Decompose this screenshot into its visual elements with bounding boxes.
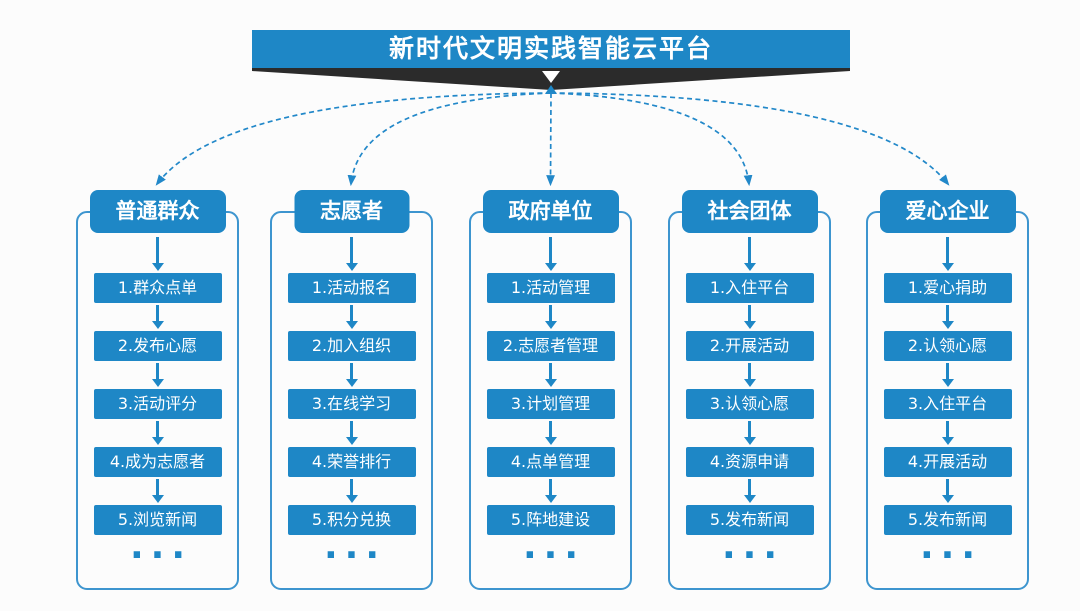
down-arrow: [946, 305, 949, 321]
dashed-connector-charity-enterprises: [550, 92, 950, 186]
platform-title-banner: 新时代文明实践智能云平台: [252, 30, 850, 68]
down-arrow: [350, 237, 353, 263]
down-arrow: [350, 305, 353, 321]
down-arrow: [946, 237, 949, 263]
flow-step: 3.活动评分: [93, 389, 222, 419]
down-arrow: [156, 479, 159, 495]
down-arrow: [946, 479, 949, 495]
down-arrow: [549, 237, 552, 263]
funnel-arrow-icon: [542, 71, 560, 83]
ellipsis-dots: ...: [919, 526, 983, 567]
ellipsis-dots: ...: [129, 526, 193, 567]
flow-step: 3.认领心愿: [685, 389, 814, 419]
flow-step: 2.认领心愿: [883, 331, 1012, 361]
ellipsis-dots: ...: [323, 526, 387, 567]
down-arrow: [748, 237, 751, 263]
flow-step: 4.点单管理: [486, 447, 615, 477]
column-header-volunteers: 志愿者: [294, 190, 409, 233]
flow-step: 4.成为志愿者: [93, 447, 222, 477]
down-arrow: [748, 421, 751, 437]
fanout-origin-marker: [545, 85, 557, 94]
down-arrow: [549, 479, 552, 495]
down-arrow: [549, 421, 552, 437]
flow-step: 3.入住平台: [883, 389, 1012, 419]
column-social-groups: 社会团体 1.入住平台 2.开展活动 3.认领心愿 4.资源申请 5.发布新闻 …: [668, 190, 831, 590]
flow-step: 4.荣誉排行: [287, 447, 416, 477]
down-arrow: [946, 363, 949, 379]
dashed-connector-volunteers: [347, 92, 552, 187]
down-arrow: [549, 363, 552, 379]
down-arrow: [156, 363, 159, 379]
flow-step: 1.活动管理: [486, 273, 615, 303]
down-arrow: [350, 421, 353, 437]
down-arrow: [156, 421, 159, 437]
column-header-general-public: 普通群众: [89, 190, 226, 233]
flow-step: 3.在线学习: [287, 389, 416, 419]
funnel-shape: [252, 68, 850, 90]
column-volunteers: 志愿者 1.活动报名 2.加入组织 3.在线学习 4.荣誉排行 5.积分兑换 .…: [270, 190, 433, 590]
flow-step: 5.浏览新闻: [93, 505, 222, 535]
down-arrow: [350, 479, 353, 495]
down-arrow: [156, 237, 159, 263]
flow-step: 2.开展活动: [685, 331, 814, 361]
flow-step: 1.活动报名: [287, 273, 416, 303]
down-arrow: [748, 305, 751, 321]
flow-step: 5.发布新闻: [685, 505, 814, 535]
flow-step: 5.积分兑换: [287, 505, 416, 535]
flow-step: 2.加入组织: [287, 331, 416, 361]
down-arrow: [748, 479, 751, 495]
column-header-social-groups: 社会团体: [681, 190, 818, 233]
down-arrow: [946, 421, 949, 437]
ellipsis-dots: ...: [522, 526, 586, 567]
dashed-connector-government: [546, 92, 555, 187]
column-charity-enterprises: 爱心企业 1.爱心捐助 2.认领心愿 3.入住平台 4.开展活动 5.发布新闻 …: [866, 190, 1029, 590]
ellipsis-dots: ...: [721, 526, 785, 567]
down-arrow: [350, 363, 353, 379]
flow-step: 3.计划管理: [486, 389, 615, 419]
dashed-connector-general-public: [155, 92, 552, 186]
flow-step: 1.爱心捐助: [883, 273, 1012, 303]
flow-step: 5.阵地建设: [486, 505, 615, 535]
column-government: 政府单位 1.活动管理 2.志愿者管理 3.计划管理 4.点单管理 5.阵地建设…: [469, 190, 632, 590]
flow-step: 1.入住平台: [685, 273, 814, 303]
flow-step: 4.资源申请: [685, 447, 814, 477]
column-header-charity-enterprises: 爱心企业: [879, 190, 1016, 233]
down-arrow: [549, 305, 552, 321]
down-arrow: [156, 305, 159, 321]
flow-step: 2.发布心愿: [93, 331, 222, 361]
flow-step: 5.发布新闻: [883, 505, 1012, 535]
column-header-government: 政府单位: [482, 190, 619, 233]
flow-step: 1.群众点单: [93, 273, 222, 303]
flow-step: 4.开展活动: [883, 447, 1012, 477]
column-general-public: 普通群众 1.群众点单 2.发布心愿 3.活动评分 4.成为志愿者 5.浏览新闻…: [76, 190, 239, 590]
down-arrow: [748, 363, 751, 379]
flow-step: 2.志愿者管理: [486, 331, 615, 361]
dashed-connector-social-groups: [550, 92, 753, 187]
